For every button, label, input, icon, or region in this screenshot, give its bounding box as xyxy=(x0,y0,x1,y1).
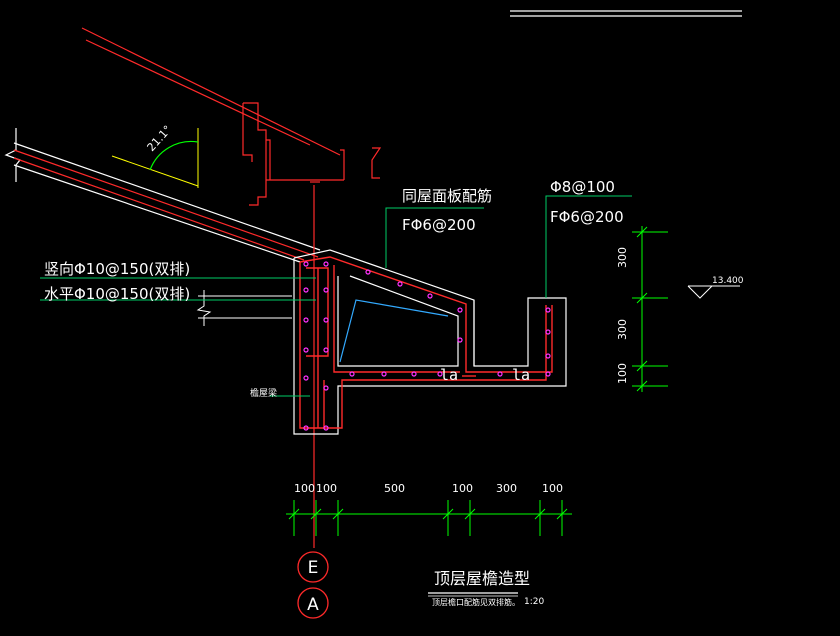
gutter-rebar-dist: FΦ6@200 xyxy=(550,208,624,226)
gutter-rebar-main: Φ8@100 xyxy=(550,178,615,196)
void-hatch xyxy=(339,299,449,363)
title-note: 顶层檐口配筋见双排筋。 xyxy=(432,597,520,607)
lap-mark: la xyxy=(512,366,530,384)
axis-bubble xyxy=(297,587,329,619)
horizontal-dim-label: 300 xyxy=(496,482,517,495)
vertical-rebar-label: 竖向Φ10@150(双排) xyxy=(44,260,190,278)
slab-rebar-note: 同屋面板配筋 xyxy=(402,187,492,205)
vertical-dim-label: 300 xyxy=(616,247,629,268)
leader-lines xyxy=(40,195,632,397)
roof-slab-rebar xyxy=(13,149,319,261)
vertical-dimension xyxy=(632,226,668,392)
horizontal-dim-label: 100 xyxy=(294,482,315,495)
break-symbol xyxy=(196,290,212,326)
beam-label: 檐屋梁 xyxy=(250,387,277,399)
elevation-marker xyxy=(687,285,740,299)
elevation-label: 13.400 xyxy=(712,276,744,286)
vertical-dim-label: 300 xyxy=(616,319,629,340)
horizontal-rebar-label: 水平Φ10@150(双排) xyxy=(44,285,190,303)
rebar-dots xyxy=(303,261,551,431)
horizontal-dimension xyxy=(286,500,572,536)
axis-bubble xyxy=(297,551,329,583)
drawing-title: 顶层屋檐造型 xyxy=(434,569,530,588)
roof-angle-label: 21.1° xyxy=(145,123,175,154)
drawing-scale: 1:20 xyxy=(524,597,544,607)
horizontal-dim-label: 100 xyxy=(452,482,473,495)
roof-slab-outline xyxy=(4,128,321,263)
horizontal-dim-label: 500 xyxy=(384,482,405,495)
axis-label-e: E xyxy=(308,558,319,578)
eave-rebar xyxy=(299,256,553,429)
lap-mark: la xyxy=(440,366,458,384)
vertical-dim-label: 100 xyxy=(616,363,629,384)
roof-rafter-upper xyxy=(81,27,382,206)
horizontal-dim-label: 100 xyxy=(316,482,337,495)
eave-concrete-outline xyxy=(293,249,567,435)
roof-angle-indicator xyxy=(111,128,199,188)
slab-rebar-spec: FΦ6@200 xyxy=(402,216,476,234)
horizontal-dim-label: 100 xyxy=(542,482,563,495)
axis-label-a: A xyxy=(307,595,319,615)
